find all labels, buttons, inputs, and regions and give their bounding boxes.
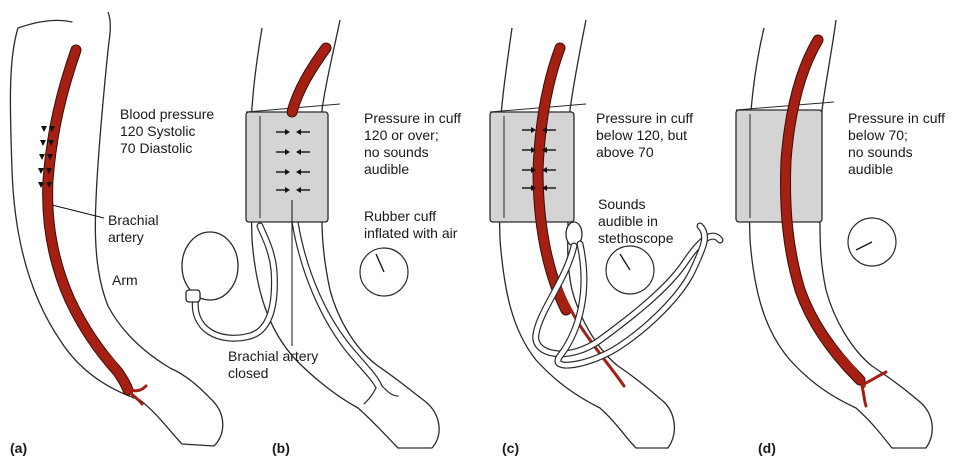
- brachial-artery-label: Brachial artery: [108, 212, 159, 246]
- artery-branch: [860, 384, 868, 408]
- gauge-needle: [619, 253, 631, 271]
- artery-branch: [48, 238, 126, 390]
- text-line: artery: [108, 229, 144, 245]
- text-line: no sounds: [848, 144, 913, 160]
- panel-letter-a: (a): [10, 440, 28, 456]
- artery-branch: [126, 384, 148, 393]
- panel-a: [9, 11, 224, 447]
- cuff: [735, 109, 823, 223]
- pressure-markers: [38, 126, 55, 188]
- text-line: above 70: [596, 144, 654, 160]
- text-line: audible: [848, 161, 894, 177]
- artery-branch: [786, 238, 866, 388]
- text-line: audible in: [598, 213, 658, 229]
- arm-label: Arm: [112, 272, 138, 288]
- text-line: Rubber cuff: [364, 208, 437, 224]
- artery-branch: [862, 370, 888, 386]
- shoulder-line: [17, 19, 73, 29]
- text-line: below 70;: [848, 127, 908, 143]
- arm-outline: [9, 11, 224, 447]
- arm-outline: [747, 19, 933, 449]
- text-line: 120 Systolic: [120, 123, 196, 139]
- brachial-artery: [287, 43, 331, 117]
- artery-closed-label: Brachial artery closed: [228, 348, 318, 382]
- text-line: 70 Diastolic: [120, 140, 193, 156]
- panel-d: [735, 19, 933, 449]
- text-line: Pressure in cuff: [596, 110, 694, 126]
- text-line: audible: [364, 161, 410, 177]
- blood-pressure-label: Blood pressure 120 Systolic 70 Diastolic: [120, 106, 214, 157]
- collapsed-artery: [291, 221, 377, 389]
- text-line: inflated with air: [364, 225, 458, 241]
- cuff: [245, 111, 329, 223]
- text-line: 120 or over;: [364, 127, 439, 143]
- text-line: Pressure in cuff: [848, 110, 946, 126]
- text-line: Brachial: [108, 212, 159, 228]
- collapsed-artery: [297, 221, 383, 387]
- inflation-bulb: [181, 231, 239, 301]
- text-line: Blood pressure: [120, 106, 215, 122]
- text-line: Pressure in cuff: [364, 110, 462, 126]
- brachial-artery: [533, 43, 571, 315]
- panel-letter-b: (b): [272, 440, 290, 456]
- cuff-pressure-label: Pressure in cuff 120 or over; no sounds …: [364, 110, 461, 178]
- text-line: Brachial artery: [228, 348, 319, 364]
- panel-letter-d: (d): [758, 440, 776, 456]
- text-line: stethoscope: [598, 230, 674, 246]
- panel-letter-c: (c): [502, 440, 520, 456]
- sounds-audible-label: Sounds audible in stethoscope: [598, 196, 674, 247]
- panel-b: [181, 19, 440, 449]
- text-line: below 120, but: [596, 127, 688, 143]
- gauge-needle: [855, 241, 873, 251]
- label-pointer: [51, 204, 105, 219]
- gauge-needle: [375, 253, 385, 273]
- cuff: [489, 111, 575, 223]
- text-line: Sounds: [598, 196, 646, 212]
- rubber-cuff-label: Rubber cuff inflated with air: [364, 208, 457, 242]
- narrowed-artery: [536, 204, 626, 388]
- panel-c: [489, 19, 724, 449]
- artery-branch: [126, 388, 144, 406]
- text-line: no sounds: [364, 144, 429, 160]
- cuff-pressure-label: Pressure in cuff below 70; no sounds aud…: [848, 110, 945, 178]
- brachial-artery: [781, 35, 865, 385]
- cuff-pressure-label: Pressure in cuff below 120, but above 70: [596, 110, 693, 161]
- text-line: closed: [228, 365, 269, 381]
